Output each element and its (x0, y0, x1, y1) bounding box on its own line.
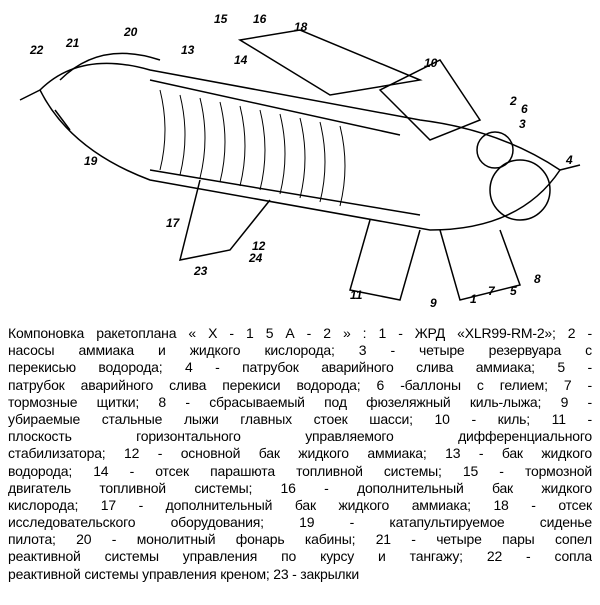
callout-1: 1 (470, 292, 477, 306)
callout-15: 15 (214, 12, 228, 26)
caption-line: исследовательского оборудования; 19 - ка… (8, 514, 592, 531)
callout-7: 7 (488, 284, 495, 298)
caption-line: водорода; 14 - отсек парашюта топливной … (8, 462, 592, 479)
callout-6: 6 (521, 102, 528, 116)
caption-line: двигатель топливной системы; 16 - дополн… (8, 479, 592, 496)
caption-line: перекисью водорода; 4 - патрубок аварийн… (8, 359, 592, 376)
caption-line: реактивной системы управления креном; 23… (8, 565, 359, 582)
callout-5: 5 (510, 284, 517, 298)
callout-11: 11 (350, 288, 363, 302)
callout-9: 9 (430, 296, 437, 310)
caption-line: кислорода; 17 - дополнительный бак жидко… (8, 496, 592, 513)
callout-18: 18 (294, 20, 308, 34)
caption-line: плоскость горизонтального управляемого д… (8, 428, 592, 445)
callout-4: 4 (566, 153, 573, 167)
callout-21: 21 (66, 36, 80, 50)
callout-14: 14 (234, 53, 248, 67)
callout-8: 8 (534, 272, 541, 286)
callout-17: 17 (166, 216, 180, 230)
caption-line: пилота; 20 - монолитный фонарь кабины; 2… (8, 531, 592, 548)
callout-12: 12 (252, 239, 266, 253)
callout-19: 19 (84, 154, 98, 168)
callout-16: 16 (253, 12, 267, 26)
caption-line: насосы аммиака и жидкого кислорода; 3 - … (8, 342, 592, 359)
callout-24: 24 (249, 251, 263, 265)
caption-line: реактивной системы управления по курсу и… (8, 548, 592, 565)
caption-line: стабилизатора; 12 - основной бак жидкого… (8, 445, 592, 462)
callout-3: 3 (519, 117, 526, 131)
callout-2: 2 (510, 94, 517, 108)
callout-22: 22 (30, 43, 44, 57)
x15-cutaway-illustration (19, 29, 581, 301)
caption-line: убираемые стальные лыжи главных стоек ша… (8, 410, 592, 427)
callout-10: 10 (424, 56, 438, 70)
aircraft-cutaway-drawing: 22 21 20 13 15 16 18 14 10 2 6 3 4 19 17… (19, 12, 581, 310)
figure-caption: Компоновка ракетоплана « Х - 1 5 А - 2 »… (8, 325, 592, 583)
callout-13: 13 (181, 43, 195, 57)
callout-20: 20 (124, 25, 138, 39)
caption-line: тормозные щитки; 8 - сбрасываемый под фю… (8, 393, 592, 410)
caption-line: Компоновка ракетоплана « Х - 1 5 А - 2 »… (8, 325, 592, 341)
caption-line: патрубок аварийного слива перекиси водор… (8, 376, 592, 393)
callout-23: 23 (194, 264, 208, 278)
